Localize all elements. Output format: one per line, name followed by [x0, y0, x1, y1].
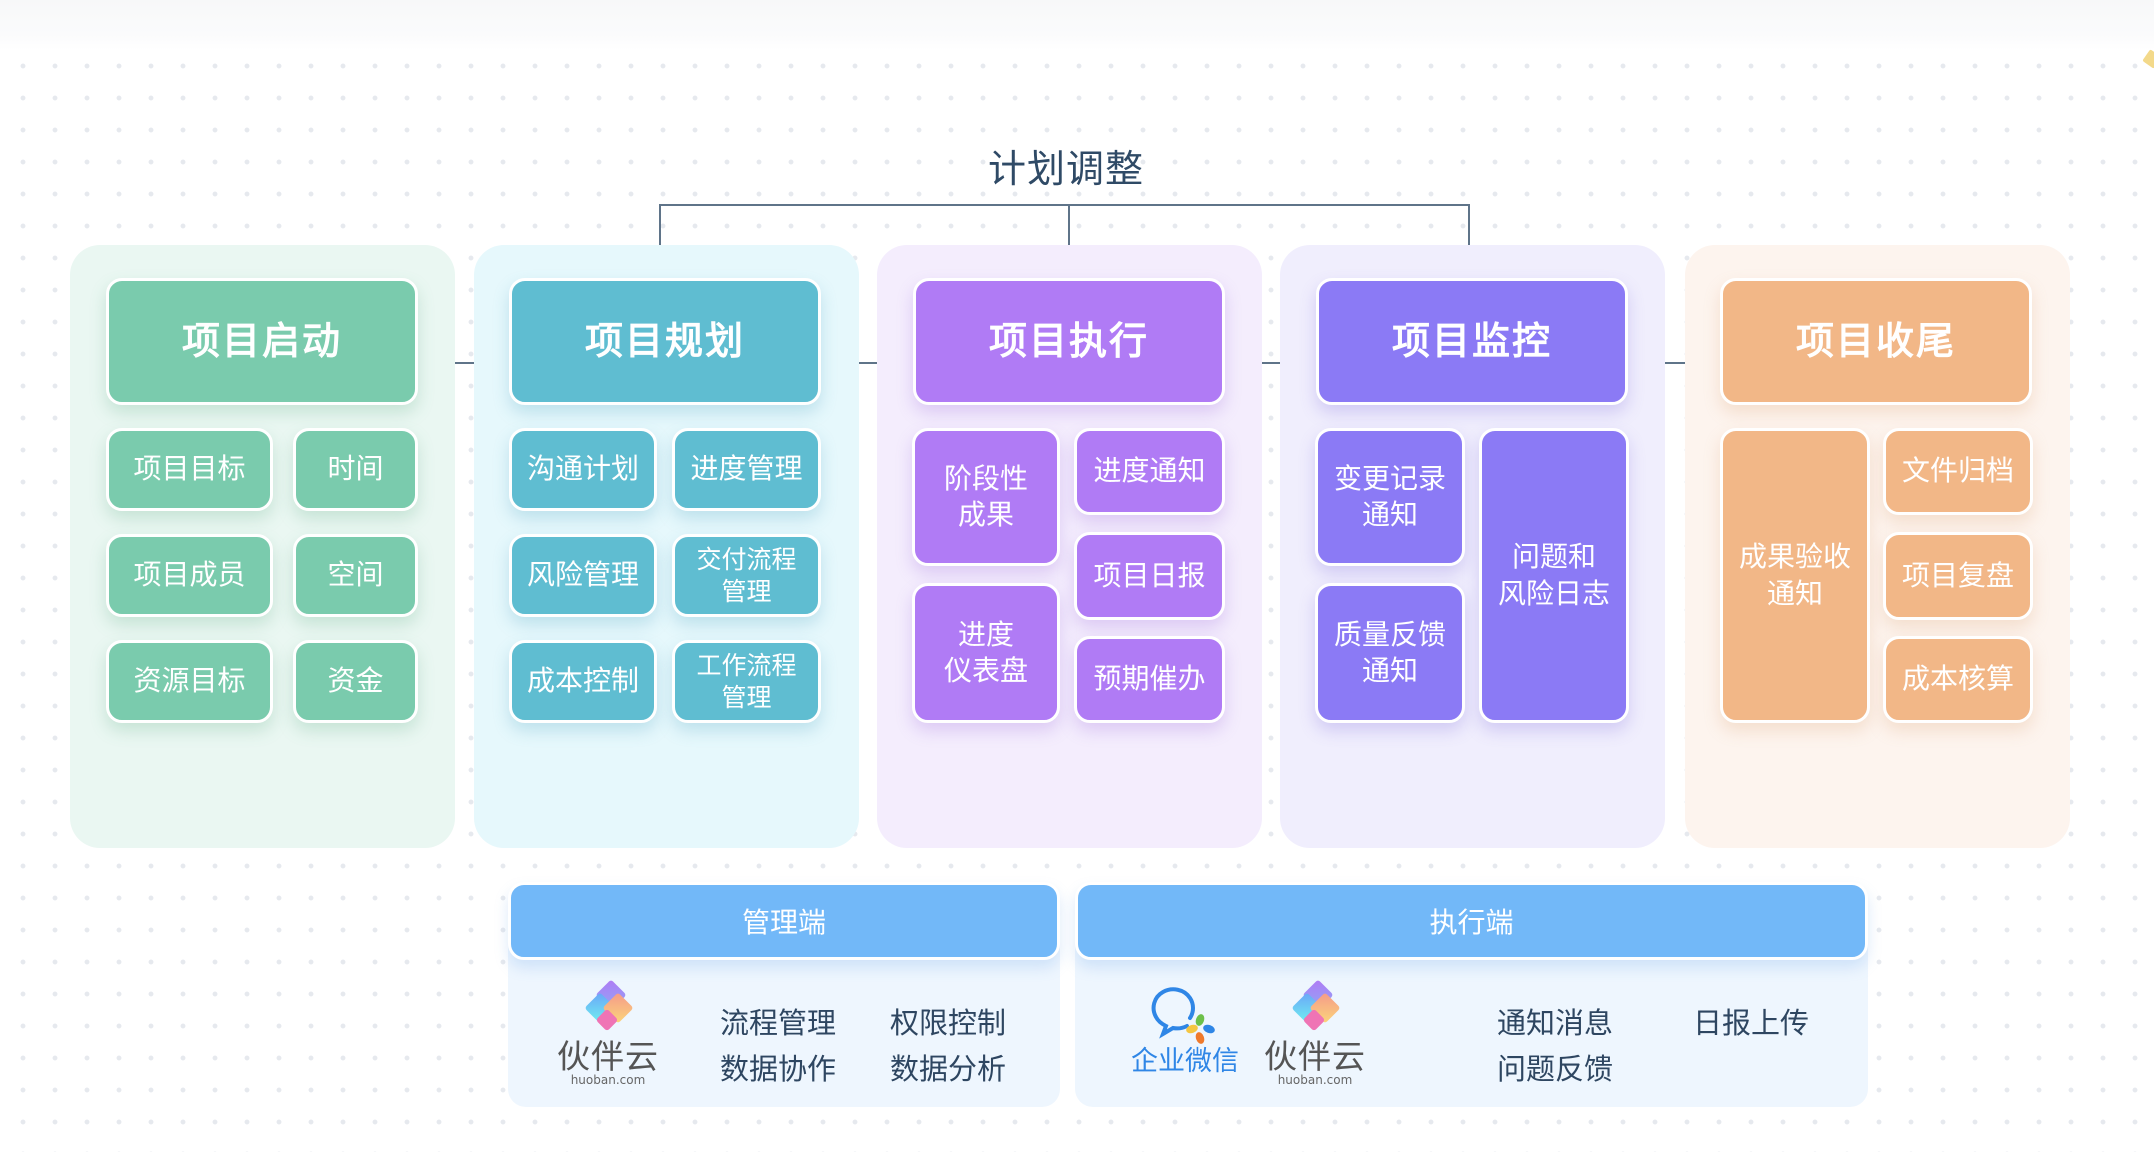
feature-issue-feedback: 问题反馈	[1497, 1052, 1614, 1086]
item-communication-plan[interactable]: 沟通计划	[509, 428, 657, 511]
item-expected-reminder[interactable]: 预期催办	[1074, 636, 1225, 723]
item-progress-notice[interactable]: 进度通知	[1074, 428, 1225, 515]
feedback-monitoring-line	[1468, 204, 1470, 272]
phase-monitoring-header[interactable]: 项目监控	[1316, 278, 1628, 405]
huoban-logo: 伙伴云 huoban.com	[548, 980, 668, 1087]
item-delivery-process-management[interactable]: 交付流程 管理	[672, 534, 821, 617]
huoban-logo: 伙伴云 huoban.com	[1255, 980, 1375, 1087]
item-line: 质量反馈	[1333, 617, 1446, 651]
item-cost-accounting[interactable]: 成本核算	[1883, 636, 2033, 723]
item-progress-dashboard[interactable]: 进度 仪表盘	[912, 583, 1060, 723]
item-results-acceptance-notice[interactable]: 成果验收 通知	[1720, 428, 1870, 723]
item-project-members[interactable]: 项目成员	[106, 534, 273, 617]
feedback-label: 计划调整	[987, 147, 1144, 191]
item-line: 管理	[721, 576, 772, 606]
item-line: 工作流程	[696, 651, 797, 681]
phase-closing-header[interactable]: 项目收尾	[1720, 278, 2032, 405]
item-line: 问题和	[1511, 540, 1596, 574]
item-workflow-management[interactable]: 工作流程 管理	[672, 640, 821, 723]
item-cost-control[interactable]: 成本控制	[509, 640, 657, 723]
item-time[interactable]: 时间	[293, 428, 418, 511]
item-change-record-notice[interactable]: 变更记录 通知	[1315, 428, 1465, 566]
huoban-logo-name: 伙伴云	[1264, 1037, 1366, 1076]
item-line: 进度	[957, 617, 1014, 651]
item-project-daily-report[interactable]: 项目日报	[1074, 532, 1225, 620]
feature-daily-report-upload: 日报上传	[1693, 1006, 1810, 1040]
feedback-left-drop-line	[659, 204, 661, 260]
wecom-logo-name: 企业微信	[1131, 1046, 1239, 1077]
huoban-logo-url: huoban.com	[1277, 1073, 1353, 1087]
feature-permission-control: 权限控制	[890, 1006, 1007, 1040]
feature-notification-messages: 通知消息	[1497, 1006, 1614, 1040]
item-line: 仪表盘	[943, 654, 1028, 687]
item-schedule-management[interactable]: 进度管理	[672, 428, 821, 511]
item-line: 通知	[1361, 654, 1418, 687]
management-endpoint-header[interactable]: 管理端	[508, 882, 1060, 960]
flow-arrow-2-line	[835, 362, 885, 364]
huoban-logo-icon	[1292, 980, 1340, 1031]
execution-endpoint-header[interactable]: 执行端	[1075, 882, 1868, 960]
item-line: 交付流程	[696, 545, 797, 575]
huoban-logo-name: 伙伴云	[557, 1037, 659, 1076]
item-line: 风险日志	[1497, 576, 1610, 610]
phase-execution-header[interactable]: 项目执行	[913, 278, 1225, 405]
execution-endpoint-card: 执行端 企业微信 伙伴云 huoban.com 通知消息 日报上传 问题反馈	[1075, 882, 1868, 1107]
item-resource-goal[interactable]: 资源目标	[106, 640, 273, 723]
item-space[interactable]: 空间	[293, 534, 418, 617]
feedback-execution-line	[1068, 204, 1070, 272]
item-line: 成果	[957, 498, 1014, 531]
feature-process-management: 流程管理	[720, 1006, 837, 1040]
item-line: 通知	[1766, 576, 1823, 610]
huoban-logo-icon	[585, 980, 633, 1031]
huoban-logo-url: huoban.com	[570, 1073, 646, 1087]
item-issue-risk-log[interactable]: 问题和 风险日志	[1479, 428, 1629, 723]
item-line: 通知	[1361, 498, 1418, 531]
phase-initiation-header[interactable]: 项目启动	[106, 278, 418, 405]
wecom-logo: 企业微信	[1125, 982, 1245, 1075]
flow-arrow-1-line	[432, 362, 482, 364]
phase-planning-header[interactable]: 项目规划	[509, 278, 821, 405]
flow-arrow-4-line	[1641, 362, 1691, 364]
item-file-archive[interactable]: 文件归档	[1883, 428, 2033, 515]
wecom-logo-icon	[1151, 987, 1215, 1044]
item-funds[interactable]: 资金	[293, 640, 418, 723]
item-line: 成果验收	[1738, 540, 1851, 574]
management-endpoint-card: 管理端 伙伴云 huoban.com 流程管理 权限控制 数据协作 数据分析	[508, 882, 1060, 1107]
item-project-goal[interactable]: 项目目标	[106, 428, 273, 511]
item-line: 阶段性	[943, 461, 1028, 495]
top-fade-band	[0, 0, 2154, 50]
feature-data-analysis: 数据分析	[890, 1052, 1007, 1086]
item-line: 管理	[721, 682, 772, 712]
flow-arrow-3-line	[1238, 362, 1288, 364]
item-line: 变更记录	[1333, 461, 1446, 495]
item-quality-feedback-notice[interactable]: 质量反馈 通知	[1315, 583, 1465, 723]
item-risk-management[interactable]: 风险管理	[509, 534, 657, 617]
feedback-horizontal-line	[659, 204, 1470, 206]
item-phase-results[interactable]: 阶段性 成果	[912, 428, 1060, 566]
item-project-review[interactable]: 项目复盘	[1883, 532, 2033, 620]
feature-data-collaboration: 数据协作	[720, 1052, 837, 1086]
